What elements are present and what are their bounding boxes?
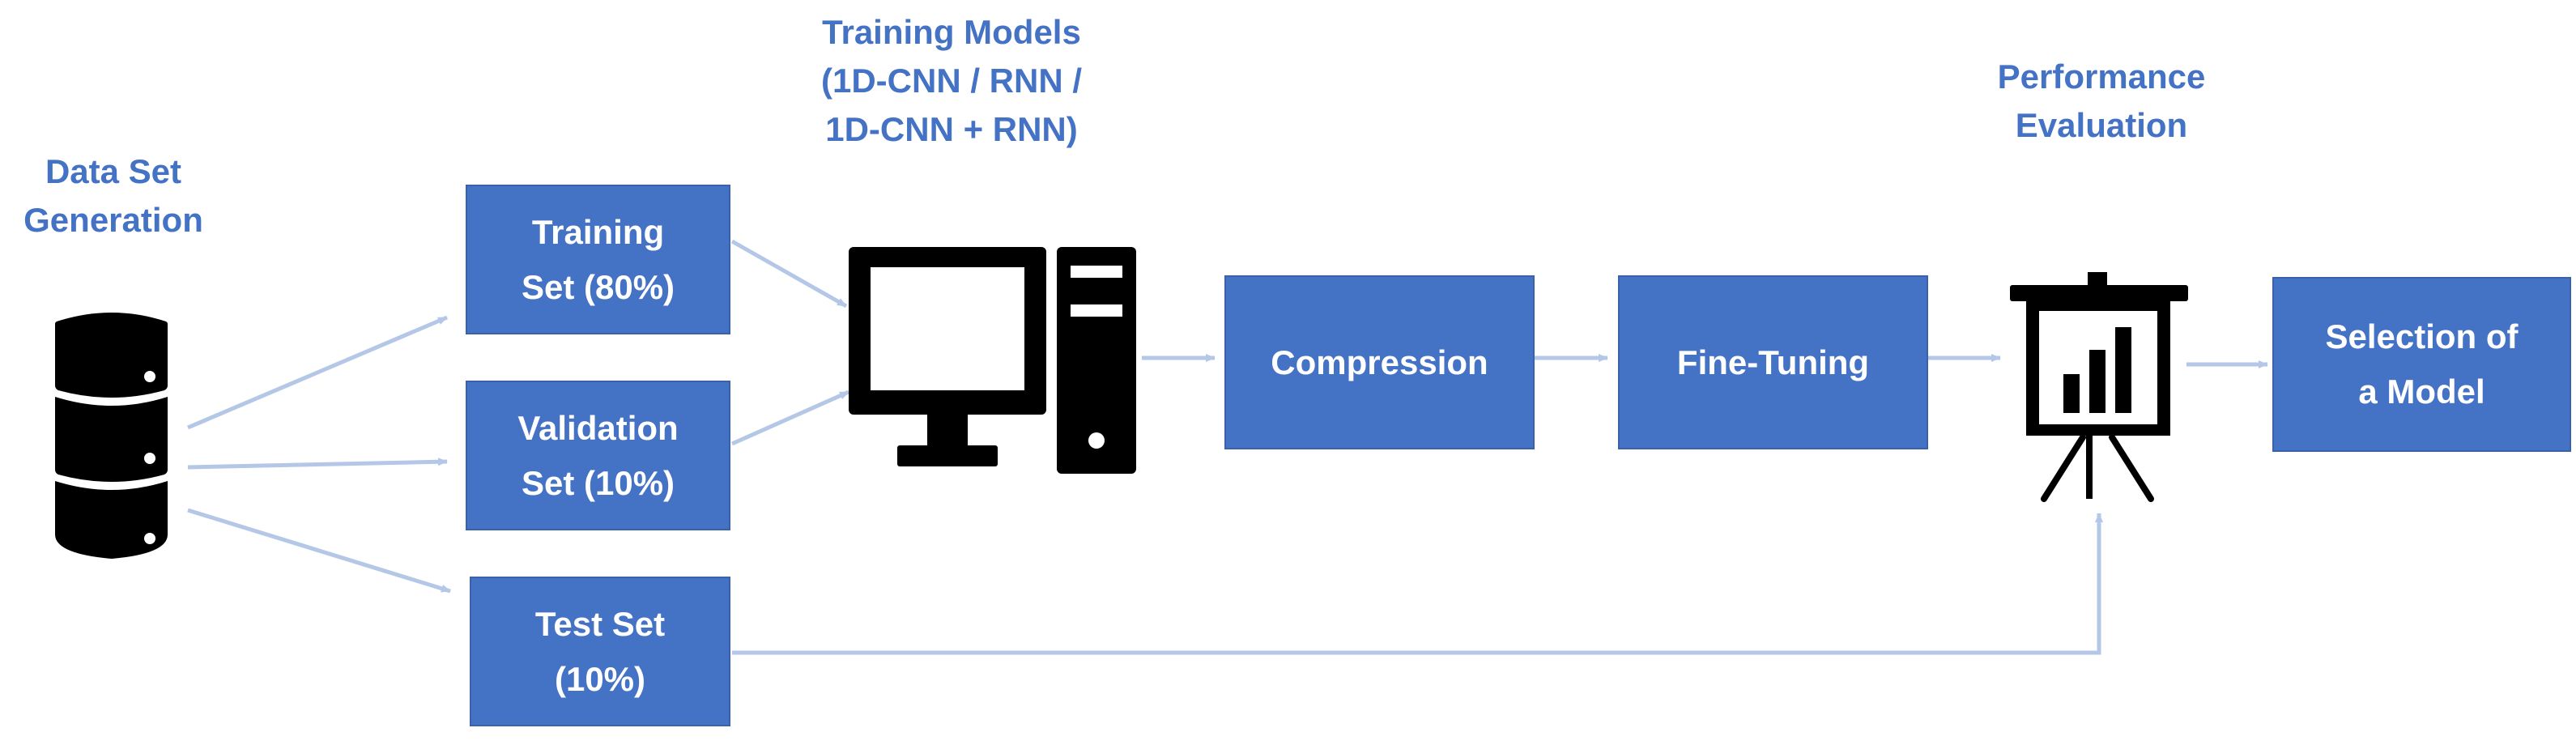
- box-line: Training: [531, 212, 665, 251]
- caption-line: Evaluation: [2015, 106, 2188, 144]
- dataset-generation-caption: Data Set Generation: [0, 147, 227, 245]
- arrow-validation-to-computer: [730, 390, 850, 446]
- test-set-box: Test Set (10%): [470, 577, 730, 726]
- arrow-training-to-computer: [730, 239, 848, 309]
- box-line: Validation: [517, 408, 679, 447]
- compression-box: Compression: [1224, 275, 1535, 449]
- training-set-box: Training Set (80%): [466, 185, 730, 334]
- box-line: Fine-Tuning: [1676, 343, 1870, 381]
- arrow-db-to-training: [187, 315, 448, 430]
- box-line: a Model: [2358, 372, 2485, 411]
- validation-set-box: Validation Set (10%): [466, 381, 730, 530]
- selection-of-model-box: Selection of a Model: [2272, 277, 2571, 452]
- arrow-test-to-evaluation: [732, 513, 2103, 655]
- box-line: Set (80%): [521, 267, 675, 306]
- arrow-db-to-validation: [187, 458, 448, 470]
- arrow-db-to-test: [187, 508, 451, 594]
- training-models-caption: Training Models (1D-CNN / RNN / 1D-CNN +…: [769, 8, 1134, 154]
- caption-line: Performance: [1997, 57, 2206, 96]
- performance-evaluation-caption: Performance Evaluation: [1968, 53, 2235, 150]
- caption-line: Training Models: [822, 13, 1081, 51]
- box-line: Compression: [1271, 343, 1488, 381]
- caption-line: Generation: [23, 201, 203, 239]
- fine-tuning-box: Fine-Tuning: [1618, 275, 1928, 449]
- caption-line: Data Set: [45, 152, 182, 190]
- caption-line: (1D-CNN / RNN /: [821, 62, 1082, 100]
- box-line: Test Set: [534, 604, 666, 643]
- caption-line: 1D-CNN + RNN): [825, 110, 1078, 148]
- box-line: Set (10%): [521, 463, 675, 502]
- box-line: (10%): [554, 659, 646, 698]
- box-line: Selection of: [2325, 317, 2519, 355]
